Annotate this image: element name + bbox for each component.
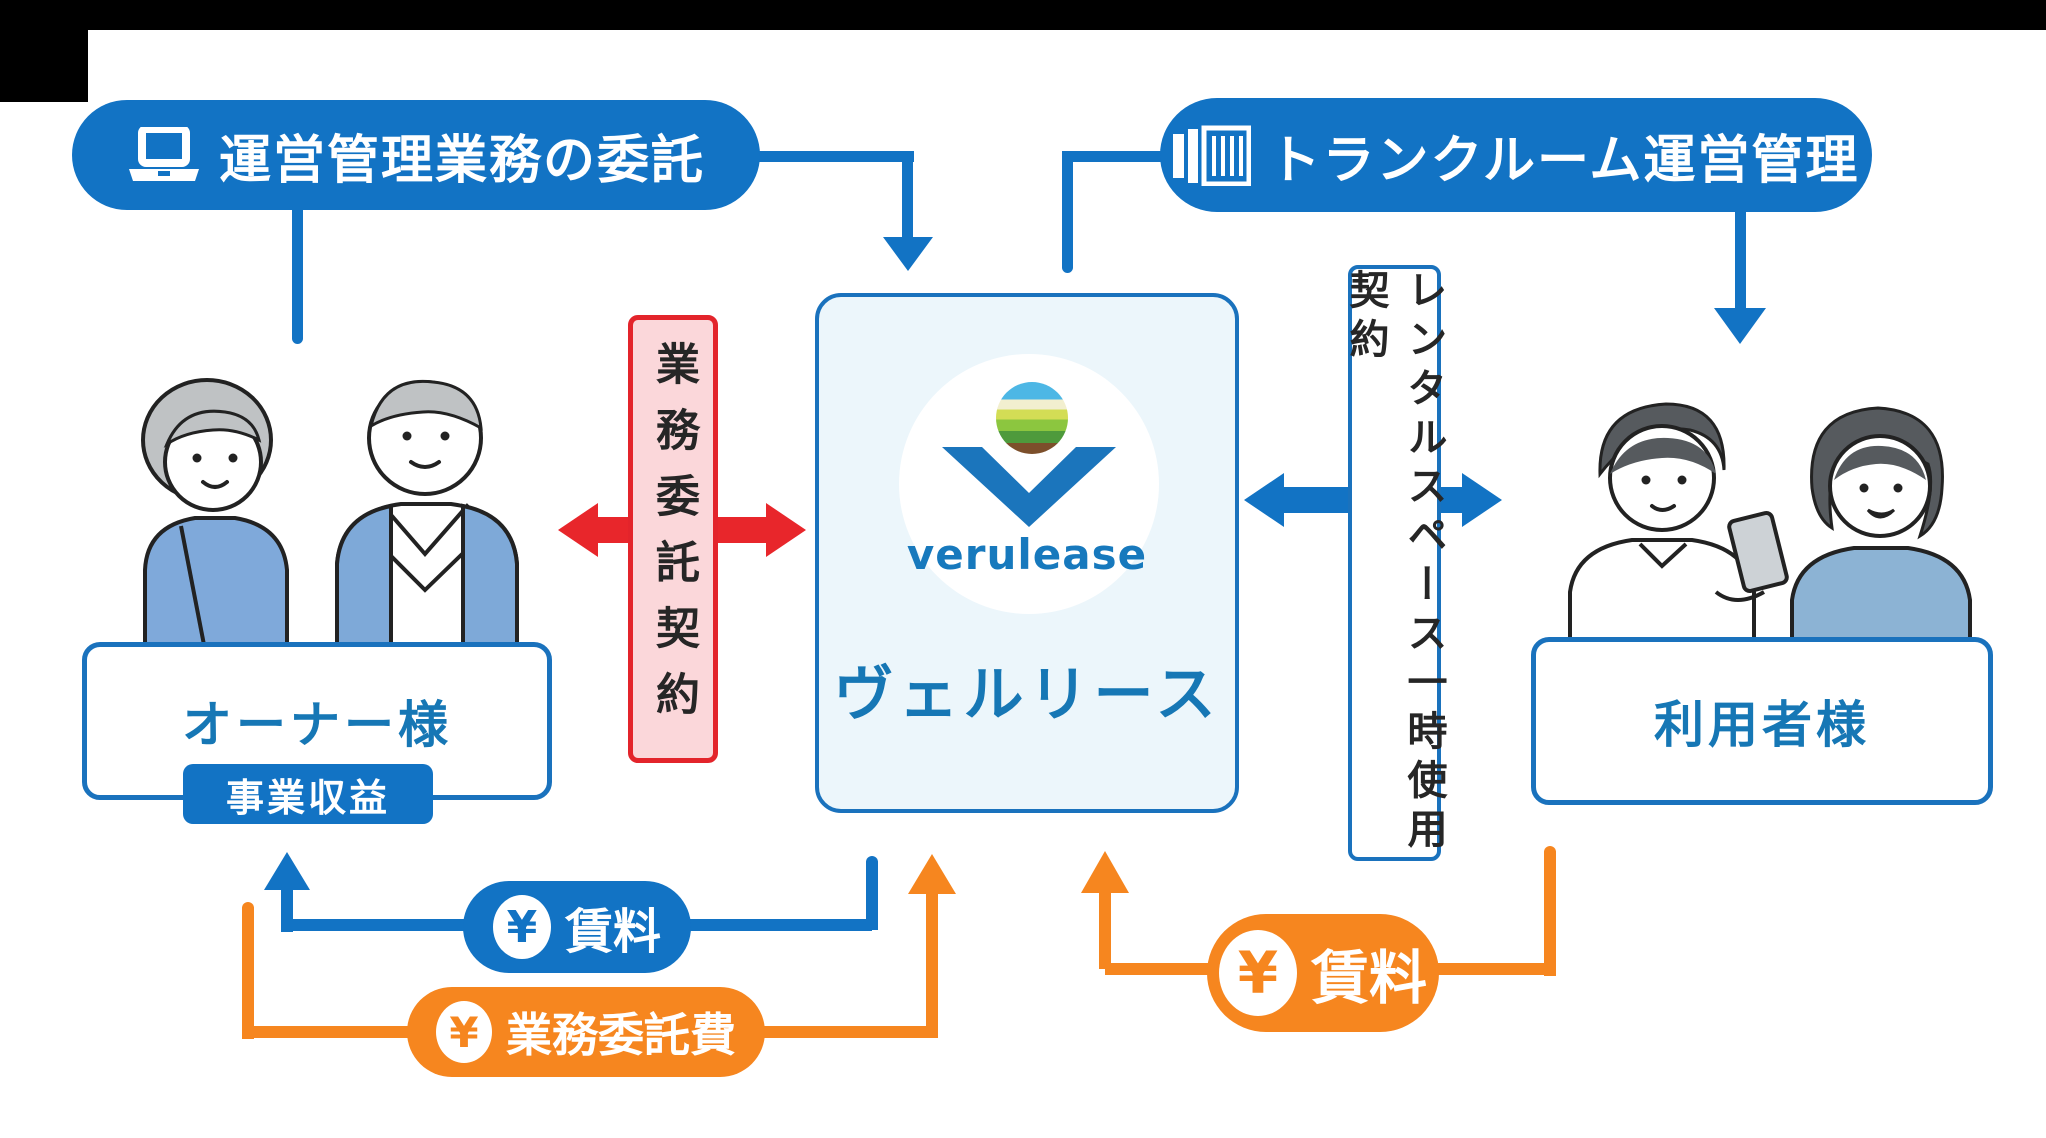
rent-from-users-label: 賃料 — [1310, 944, 1427, 1012]
contract-box-outsourcing: 業務委託契約 — [628, 315, 718, 763]
arrowhead-left-blue — [1244, 473, 1284, 527]
verulease-wordmark: verulease — [906, 530, 1148, 579]
letterbox-top-bar — [0, 0, 2046, 30]
container-icon — [1172, 124, 1251, 186]
arrowhead-down-to-users — [1714, 308, 1766, 344]
arrowhead-down-into-company — [883, 237, 933, 271]
arrowhead-up-to-owner — [264, 852, 310, 890]
connector-right-banner-to-users — [1735, 208, 1746, 310]
arrowhead-left-red — [558, 503, 598, 557]
fee-line-up — [926, 892, 938, 1032]
letterbox-corner-block — [0, 0, 88, 102]
yen-icon: ¥ — [436, 1001, 492, 1063]
connector-company-to-right-banner-horizontal — [1062, 151, 1164, 162]
company-name: ヴェルリース — [833, 660, 1221, 730]
contract-outsourcing-label: 業務委託契約 — [648, 341, 699, 737]
banner-right-label: トランクルーム運営管理 — [1268, 130, 1860, 191]
yen-icon: ¥ — [492, 895, 551, 959]
banner-left-label: 運営管理業務の委託 — [218, 130, 705, 191]
connector-left-banner-to-owner — [292, 206, 303, 344]
verulease-v-icon — [942, 447, 1116, 527]
users-name: 利用者様 — [1654, 696, 1870, 754]
arrowhead-up-to-company-fee — [908, 854, 956, 894]
banner-trunk-room-management: トランクルーム運営管理 — [1160, 98, 1872, 212]
yen-icon: ¥ — [1218, 930, 1297, 1016]
users-box: 利用者様 — [1531, 637, 1993, 805]
banner-management-outsourcing: 運営管理業務の委託 — [72, 100, 760, 210]
connector-left-banner-horizontal — [758, 151, 914, 162]
owner-revenue-badge: 事業収益 — [183, 764, 433, 824]
laptop-icon — [127, 127, 201, 183]
owner-couple-illustration — [85, 340, 555, 650]
rent-line-from-users — [1544, 846, 1556, 976]
owner-name: オーナー様 — [182, 696, 452, 754]
owner-badge-label: 事業収益 — [225, 775, 390, 820]
connector-company-to-right-banner-vertical — [1062, 151, 1073, 273]
arrowhead-right-blue — [1462, 473, 1502, 527]
arrowhead-right-red — [766, 503, 806, 557]
verulease-globe-icon — [996, 382, 1068, 454]
company-box: verulease ヴェルリース — [815, 293, 1239, 813]
arrowhead-up-to-company-rent — [1081, 851, 1129, 893]
outsourcing-fee-label: 業務委託費 — [506, 1008, 736, 1062]
rent-to-owner-label: 賃料 — [564, 904, 661, 960]
fee-line-from-owner — [242, 902, 254, 1039]
rent-line-up — [281, 888, 293, 932]
connector-left-banner-vertical — [902, 151, 913, 239]
users-couple-illustration — [1540, 378, 2015, 644]
payment-pill-rent-to-owner: ¥ 賃料 — [463, 881, 691, 973]
contract-rental-label: レンタルスペース一時使用契約 — [1342, 269, 1447, 857]
contract-box-rental-space: レンタルスペース一時使用契約 — [1343, 265, 1447, 861]
payment-pill-rent-from-users: ¥ 賃料 — [1207, 914, 1439, 1032]
rent-users-up — [1099, 893, 1111, 969]
payment-pill-outsourcing-fee: ¥ 業務委託費 — [407, 987, 765, 1077]
double-arrow-outsourcing-contract — [558, 503, 806, 557]
rent-line-from-company — [866, 856, 878, 930]
owner-box: オーナー様 — [82, 642, 552, 800]
